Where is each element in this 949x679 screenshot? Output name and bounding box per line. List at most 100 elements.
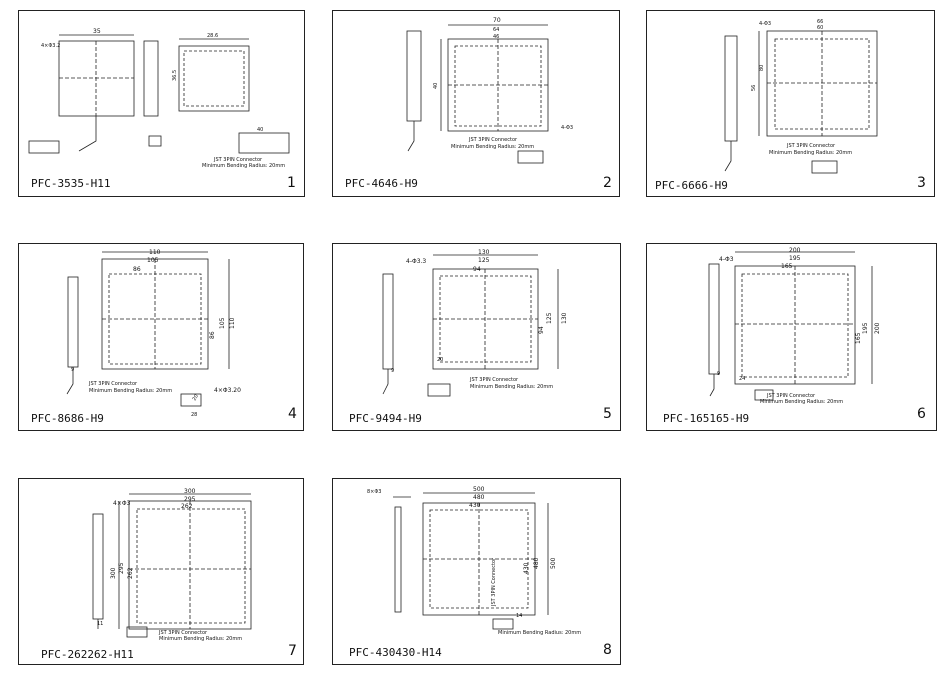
- drawing-7-bending-label: Minimum Bending Radius: 20mm: [159, 636, 242, 642]
- drawing-1-model-label: PFC-3535-H11: [31, 177, 111, 190]
- drawing-6-connector-label: JST 3PIN Connector: [766, 393, 816, 399]
- drawing-8-dim: 430: [523, 562, 530, 574]
- drawing-panel-2: 70 64 46 40 4-Φ3 JST 3PIN Connector Mini…: [332, 10, 620, 197]
- drawing-panel-6: 200 195 165 4-Φ3 165 195 200 24 9 JST 3P…: [646, 243, 937, 431]
- drawing-1-dim: 36.5: [172, 70, 178, 81]
- drawing-5-dim: 9: [391, 368, 394, 374]
- drawing-7-dim: 295: [118, 562, 125, 574]
- drawing-panel-8: 8×Φ3 500 480 430 430 480 500 14 JST 3PIN…: [332, 478, 621, 665]
- drawing-6-dim: 24: [739, 376, 745, 382]
- drawing-2-svg: 70 64 46 40 4-Φ3 JST 3PIN Connector Mini…: [406, 17, 573, 164]
- drawing-5-bending-label: Minimum Bending Radius: 20mm: [470, 384, 553, 390]
- drawing-2-dim: 64: [493, 27, 499, 33]
- drawing-5-svg: 130 125 94 4-Φ3.3 94 125 130 20 9 JST 3P…: [382, 249, 568, 397]
- drawing-8-dim: 8×Φ3: [367, 489, 382, 495]
- drawing-1-number: 1: [287, 175, 296, 191]
- drawing-3-dim: 4-Φ3: [759, 21, 771, 27]
- drawing-3-connector-label: JST 3PIN Connector: [786, 143, 836, 149]
- drawing-panel-1: 35 28.6 4×Φ3.2 36.5 40 JST 3PIN Connecto…: [18, 10, 305, 197]
- drawing-7-dim: 300: [110, 567, 117, 579]
- drawing-8-connector-label: JST 3PIN Connector: [491, 557, 497, 607]
- drawing-7-dim: 295: [184, 496, 196, 503]
- drawing-6-dim: 195: [789, 255, 801, 262]
- drawing-5-connector-label: JST 3PIN Connector: [469, 377, 519, 383]
- drawing-2-dim: 4-Φ3: [561, 125, 573, 131]
- drawing-7-dim: 4×Φ3: [113, 500, 131, 507]
- drawing-8-bending-label: Minimum Bending Radius: 20mm: [498, 630, 581, 636]
- drawing-4-dim: 105: [147, 257, 159, 264]
- drawing-7-model-label: PFC-262262-H11: [41, 648, 134, 661]
- drawing-4-dim: 4×Φ3.20: [214, 387, 241, 394]
- drawing-5-dim: 125: [546, 312, 553, 324]
- drawing-4-number: 4: [288, 406, 297, 422]
- drawing-5-dim: 130: [561, 312, 568, 324]
- drawing-7-dim: 262: [181, 503, 193, 510]
- drawing-3-dim: 60: [817, 25, 823, 31]
- drawing-3-dim: 80: [759, 65, 765, 71]
- drawing-4-dim: 86: [209, 331, 216, 339]
- drawing-2-model-label: PFC-4646-H9: [345, 177, 418, 190]
- drawing-5-dim: 94: [473, 266, 481, 273]
- drawing-6-dim: 4-Φ3: [719, 256, 734, 263]
- drawing-8-dim: 500: [473, 486, 485, 493]
- drawing-4-dim: 110: [229, 317, 236, 329]
- drawing-2-connector-label: JST 3PIN Connector: [468, 137, 518, 143]
- drawing-5-model-label: PFC-9494-H9: [349, 412, 422, 425]
- drawing-1-connector-label: JST 3PIN Connector: [213, 157, 263, 163]
- drawing-4-bending-label: Minimum Bending Radius: 20mm: [89, 388, 172, 394]
- drawing-1-dim: 4×Φ3.2: [41, 43, 60, 49]
- drawing-7-number: 7: [288, 643, 297, 659]
- drawing-1-dim: 40: [257, 127, 263, 133]
- drawing-panel-5: 130 125 94 4-Φ3.3 94 125 130 20 9 JST 3P…: [332, 243, 621, 431]
- drawing-1-svg: 35 28.6 4×Φ3.2 36.5 40 JST 3PIN Connecto…: [28, 28, 290, 169]
- drawing-8-svg: 8×Φ3 500 480 430 430 480 500 14 JST 3PIN…: [367, 486, 581, 636]
- drawing-7-connector-label: JST 3PIN Connector: [158, 630, 208, 636]
- drawing-5-dim: 20: [437, 357, 443, 363]
- drawing-1-dim: 35: [93, 28, 101, 35]
- drawing-6-bending-label: Minimum Bending Radius: 20mm: [760, 399, 843, 405]
- drawing-8-number: 8: [603, 642, 612, 658]
- drawing-2-number: 2: [603, 175, 612, 191]
- drawing-3-model-label: PFC-6666-H9: [655, 179, 728, 192]
- drawing-4-dim: 110: [149, 249, 161, 256]
- drawing-6-svg: 200 195 165 4-Φ3 165 195 200 24 9 JST 3P…: [708, 247, 881, 405]
- drawing-5-dim: 125: [478, 257, 490, 264]
- drawing-6-dim: 200: [874, 322, 881, 334]
- drawing-6-dim: 195: [862, 322, 869, 334]
- drawing-4-dim: 105: [219, 317, 226, 329]
- drawing-4-connector-label: JST 3PIN Connector: [88, 381, 138, 387]
- drawing-7-dim: 300: [184, 488, 196, 495]
- drawing-4-dim: 9: [71, 367, 74, 373]
- drawing-8-dim: 480: [533, 557, 540, 569]
- drawing-6-model-label: PFC-165165-H9: [663, 412, 750, 425]
- drawing-3-bending-label: Minimum Bending Radius: 20mm: [769, 150, 852, 156]
- drawing-5-number: 5: [603, 406, 612, 422]
- drawing-8-model-label: PFC-430430-H14: [349, 646, 442, 659]
- drawing-6-dim: 9: [717, 371, 720, 377]
- drawing-6-number: 6: [917, 406, 926, 422]
- drawing-6-dim: 165: [855, 332, 862, 344]
- drawing-4-dim: 20: [192, 393, 200, 402]
- drawing-6-dim: 165: [781, 263, 793, 270]
- drawing-4-model-label: PFC-8686-H9: [31, 412, 104, 425]
- drawing-2-dim: 70: [493, 17, 501, 24]
- drawing-3-dim: 56: [751, 85, 757, 91]
- drawing-4-dim: 86: [133, 266, 141, 273]
- drawing-8-dim: 14: [516, 613, 522, 619]
- drawing-3-dim: 66: [817, 19, 823, 25]
- drawing-7-svg: 300 295 262 4×Φ3 300 295 262 11 JST 3PIN…: [92, 488, 252, 642]
- drawing-2-bending-label: Minimum Bending Radius: 20mm: [451, 144, 534, 150]
- drawing-7-dim: 11: [97, 621, 103, 627]
- drawing-2-dim: 40: [433, 83, 439, 89]
- drawing-8-dim: 500: [550, 557, 557, 569]
- drawing-1-bending-label: Minimum Bending Radius: 20mm: [202, 163, 285, 169]
- drawing-7-dim: 262: [127, 567, 134, 579]
- drawing-4-dim: 28: [191, 412, 197, 418]
- drawing-3-svg: 4-Φ3 66 60 56 80 JST 3PIN Connector Mini…: [724, 19, 878, 174]
- drawing-2-dim: 46: [493, 34, 499, 40]
- drawing-8-dim: 430: [469, 502, 481, 509]
- drawing-1-dim: 28.6: [207, 33, 218, 39]
- drawing-panel-3: 4-Φ3 66 60 56 80 JST 3PIN Connector Mini…: [646, 10, 935, 197]
- drawing-8-dim: 480: [473, 494, 485, 501]
- drawing-5-dim: 4-Φ3.3: [406, 258, 426, 265]
